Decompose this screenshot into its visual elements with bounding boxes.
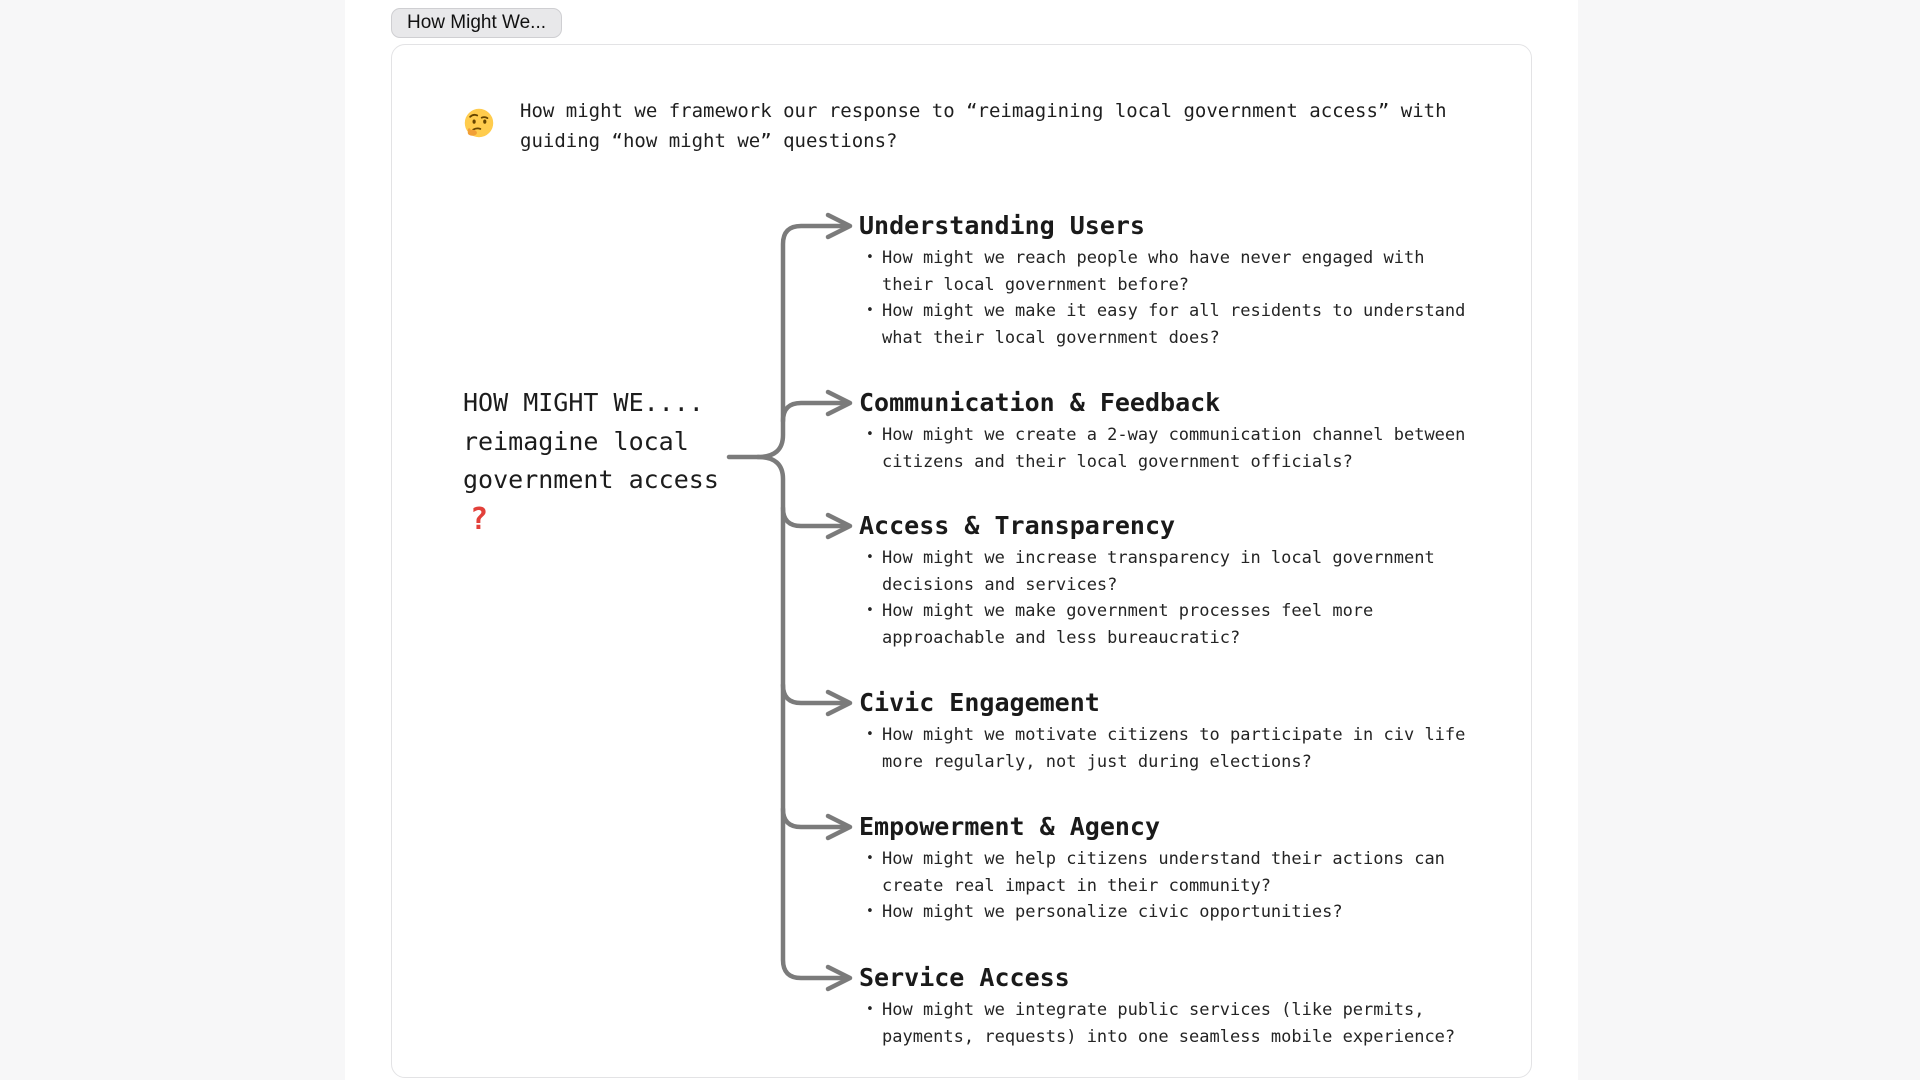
question-text: How might we reach people who have never… (882, 248, 1425, 295)
branch-title: Service Access (859, 963, 1070, 992)
branch-title: Understanding Users (859, 211, 1145, 240)
connector-path (780, 505, 849, 529)
branch-title: Communication & Feedback (859, 388, 1221, 417)
bullet-icon: • (866, 727, 874, 742)
bullet-icon: • (866, 550, 874, 565)
bullet-icon: • (866, 303, 874, 319)
branch-section: Civic Engagement • How might we motivate c… (859, 686, 1499, 775)
question-list: • How might we increase transparency in l… (859, 545, 1482, 652)
question-item: • How might we help citizens understand t… (859, 846, 1482, 899)
branch-section: Empowerment & Agency • How might we help c… (859, 810, 1499, 926)
connector-path (825, 212, 853, 240)
question-item: • How might we reach people who have neve… (859, 245, 1482, 298)
connector-path (780, 682, 849, 706)
question-item: • How might we integrate public services … (859, 997, 1482, 1050)
question-list: • How might we motivate citizens to parti… (859, 722, 1482, 775)
branch-section: Communication & Feedback • How might we cr… (859, 386, 1499, 475)
branch-title: Empowerment & Agency (859, 812, 1161, 841)
bullet-icon: • (866, 1002, 874, 1017)
connector-path (825, 964, 853, 992)
root-node-line: government access (463, 465, 719, 494)
connector-path (825, 813, 853, 841)
thinking-face-icon (464, 108, 494, 138)
mindmap-card: How might we framework our response to “… (391, 44, 1532, 1078)
question-item: • How might we personalize civic opportun… (859, 899, 1482, 926)
root-node-line: reimagine local (463, 426, 689, 456)
connector-path (825, 689, 853, 717)
question-item: • How might we make it easy for all resid… (859, 298, 1482, 351)
root-question-mark: ? (470, 501, 489, 537)
question-list: • How might we create a 2-way communicati… (859, 422, 1482, 475)
question-text: How might we create a 2-way communicatio… (882, 425, 1466, 472)
question-list: • How might we reach people who have neve… (859, 245, 1482, 352)
question-text: How might we help citizens understand th… (882, 849, 1445, 896)
question-list: • How might we help citizens understand t… (859, 846, 1482, 926)
bullet-icon: • (866, 427, 874, 442)
question-text: How might we integrate public services (… (882, 1000, 1456, 1047)
connector-path (780, 806, 849, 830)
branch-title: Access & Transparency (859, 511, 1176, 540)
connector-path (755, 454, 849, 981)
question-text: How might we make it easy for all reside… (882, 301, 1466, 349)
bullet-icon: • (866, 851, 874, 866)
connector-path (726, 223, 849, 460)
prompt-text: How might we framework our response to “… (520, 100, 1447, 152)
question-item: • How might we create a 2-way communicati… (859, 422, 1482, 475)
root-node-line: HOW MIGHT WE.... (463, 388, 704, 417)
question-text: How might we motivate citizens to partic… (882, 725, 1466, 772)
question-text: How might we personalize civic opportuni… (882, 902, 1343, 923)
question-item: • How might we make government processes … (859, 598, 1482, 651)
connector-path (780, 400, 849, 424)
branch-title: Civic Engagement (859, 688, 1100, 717)
question-list: • How might we integrate public services … (859, 997, 1482, 1050)
question-text: How might we increase transparency in lo… (882, 548, 1435, 595)
hmw-tab[interactable]: How Might We... (391, 8, 563, 38)
bullet-icon: • (866, 904, 874, 920)
branch-section: Service Access • How might we integrate pu… (859, 961, 1499, 1050)
bullet-icon: • (866, 250, 874, 265)
bullet-icon: • (866, 603, 874, 619)
question-item: • How might we motivate citizens to parti… (859, 722, 1482, 775)
branch-section: Understanding Users • How might we reach p… (859, 209, 1499, 352)
connector-path (825, 389, 853, 417)
connector-path (825, 512, 853, 540)
root-node: HOW MIGHT WE.... reimagine local governmen… (463, 384, 743, 537)
question-item: • How might we increase transparency in l… (859, 545, 1482, 598)
branch-section: Access & Transparency • How might we incre… (859, 509, 1499, 652)
hmw-tab-label: How Might We... (407, 12, 547, 33)
question-text: How might we make government processes f… (882, 601, 1374, 649)
